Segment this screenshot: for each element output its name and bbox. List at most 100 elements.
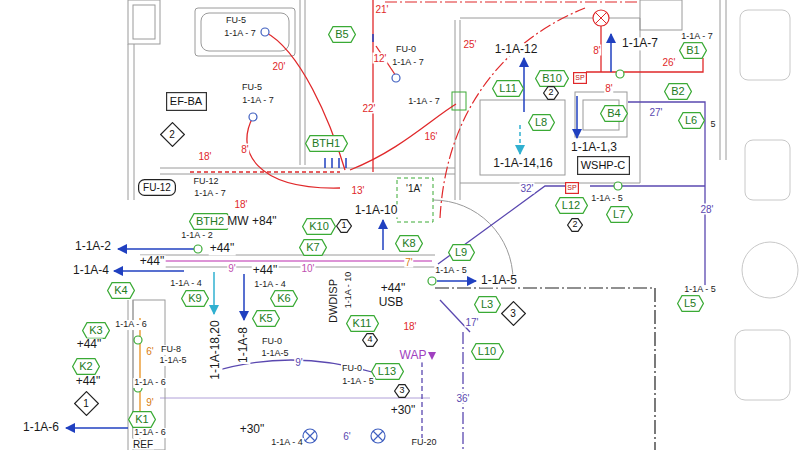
hexagon [305, 135, 347, 151]
keynote-hexagon: 3 [394, 384, 410, 398]
device-tag: L11 [492, 80, 524, 97]
device-tag: L3 [474, 296, 501, 313]
plan-label: 10' [300, 263, 315, 274]
plan-label: FU-5 [225, 16, 247, 26]
tag-text: K1 [135, 413, 148, 425]
hexagon [189, 213, 231, 229]
device-tag: BTH1 [305, 135, 348, 152]
plan-label: 1-1A-6 [22, 421, 60, 434]
hexagon [678, 112, 704, 128]
plan-label: 1-1A - 7 [193, 189, 227, 199]
plan-label: 6' [342, 431, 351, 442]
plan-label: 1-1A - 4 [270, 438, 304, 448]
wall [128, 44, 134, 200]
wire [438, 186, 575, 264]
home-run-arrow [118, 248, 194, 250]
wall [160, 168, 455, 174]
hexagon [396, 235, 423, 251]
device-tag: B1 [679, 42, 707, 59]
hexagon [448, 244, 474, 260]
vertical-label: 1-1A-18,20 [209, 319, 222, 380]
plan-label: 1-1A-5 [260, 349, 289, 359]
keynote-hexagon: 1 [336, 219, 352, 233]
plan-label: 1-1A - 5 [434, 266, 468, 276]
column [128, 0, 160, 44]
plan-label: 28' [699, 204, 714, 215]
special-purpose-box: SP [573, 72, 587, 84]
plan-label: 26' [661, 57, 676, 68]
bathtub [201, 13, 289, 51]
hexagon [606, 206, 632, 222]
device-tag: K2 [72, 358, 100, 375]
boundary-line [385, 1, 640, 2]
vertical-label: 1-1A-8 [237, 326, 250, 364]
plan-label: 12' [372, 53, 387, 64]
keynote-diamond: 2 [160, 122, 185, 147]
island-edge [160, 398, 430, 399]
wire [628, 102, 705, 290]
plan-label: '1A' [405, 183, 423, 194]
device-tag: L12 [555, 197, 588, 214]
wire [590, 185, 705, 186]
tag-text: K3 [89, 324, 102, 336]
receptacle [616, 70, 624, 78]
tag-text: L7 [613, 208, 625, 220]
exhaust-fan [595, 12, 607, 24]
tag-text: L8 [535, 116, 547, 128]
plan-label: 18' [233, 199, 248, 210]
tag-text: K7 [306, 241, 319, 253]
wire [421, 362, 422, 450]
home-run-arrow [243, 274, 245, 320]
closet [480, 100, 565, 175]
tag-text: L3 [481, 298, 493, 310]
plan-label: 7' [404, 257, 413, 268]
wire [350, 104, 456, 170]
home-run-arrow [576, 96, 578, 138]
tag-text: K4 [114, 284, 127, 296]
tag-text: L6 [685, 114, 697, 126]
plan-label: +44" [75, 375, 102, 388]
hexagon [493, 80, 524, 96]
device-tag: K5 [252, 310, 280, 327]
device-tag: L10 [471, 343, 504, 360]
plan-label: 18' [197, 151, 212, 162]
tag-text: L10 [478, 345, 496, 357]
plan-label: +44" [252, 264, 279, 277]
light-fixture [261, 28, 269, 36]
device-tag: K1 [128, 411, 156, 428]
tag-text: B2 [671, 85, 684, 97]
vertical-label: DWDISP [327, 278, 339, 324]
tag-text: 3 [399, 386, 404, 396]
receptacle [134, 336, 142, 344]
device-tag: K6 [270, 290, 298, 307]
tag-text: 2 [169, 129, 175, 140]
tag-text: B1 [686, 44, 699, 56]
table [742, 242, 798, 298]
home-run-arrow [519, 125, 521, 154]
plan-label: 8' [240, 144, 249, 155]
tag-text: 2 [548, 88, 553, 98]
plan-label: FU-8 [160, 345, 182, 355]
plan-label: 25' [462, 39, 477, 50]
plan-label: 1-1A-1,3 [570, 141, 618, 154]
hexagon [555, 197, 587, 213]
box [139, 179, 176, 195]
wire [190, 171, 340, 172]
tag-text: WSHP-C [581, 159, 626, 171]
plan-label: +44" [209, 242, 236, 255]
tag-text: B5 [335, 28, 348, 40]
tag-text: L9 [455, 246, 467, 258]
home-run-arrow [66, 427, 128, 429]
tag-text: K10 [309, 220, 329, 232]
wire [372, 0, 373, 172]
boundary-line [435, 288, 655, 450]
device-tag: B2 [664, 83, 692, 100]
hexagon [73, 358, 100, 374]
device-tag: B5 [328, 26, 356, 43]
hexagon [395, 385, 410, 398]
hexagon [329, 26, 356, 42]
tag-text: SP [575, 74, 584, 82]
home-runs [66, 34, 611, 428]
device-tag: L6 [678, 112, 705, 129]
plan-label: 1-1A-5 [158, 356, 187, 366]
